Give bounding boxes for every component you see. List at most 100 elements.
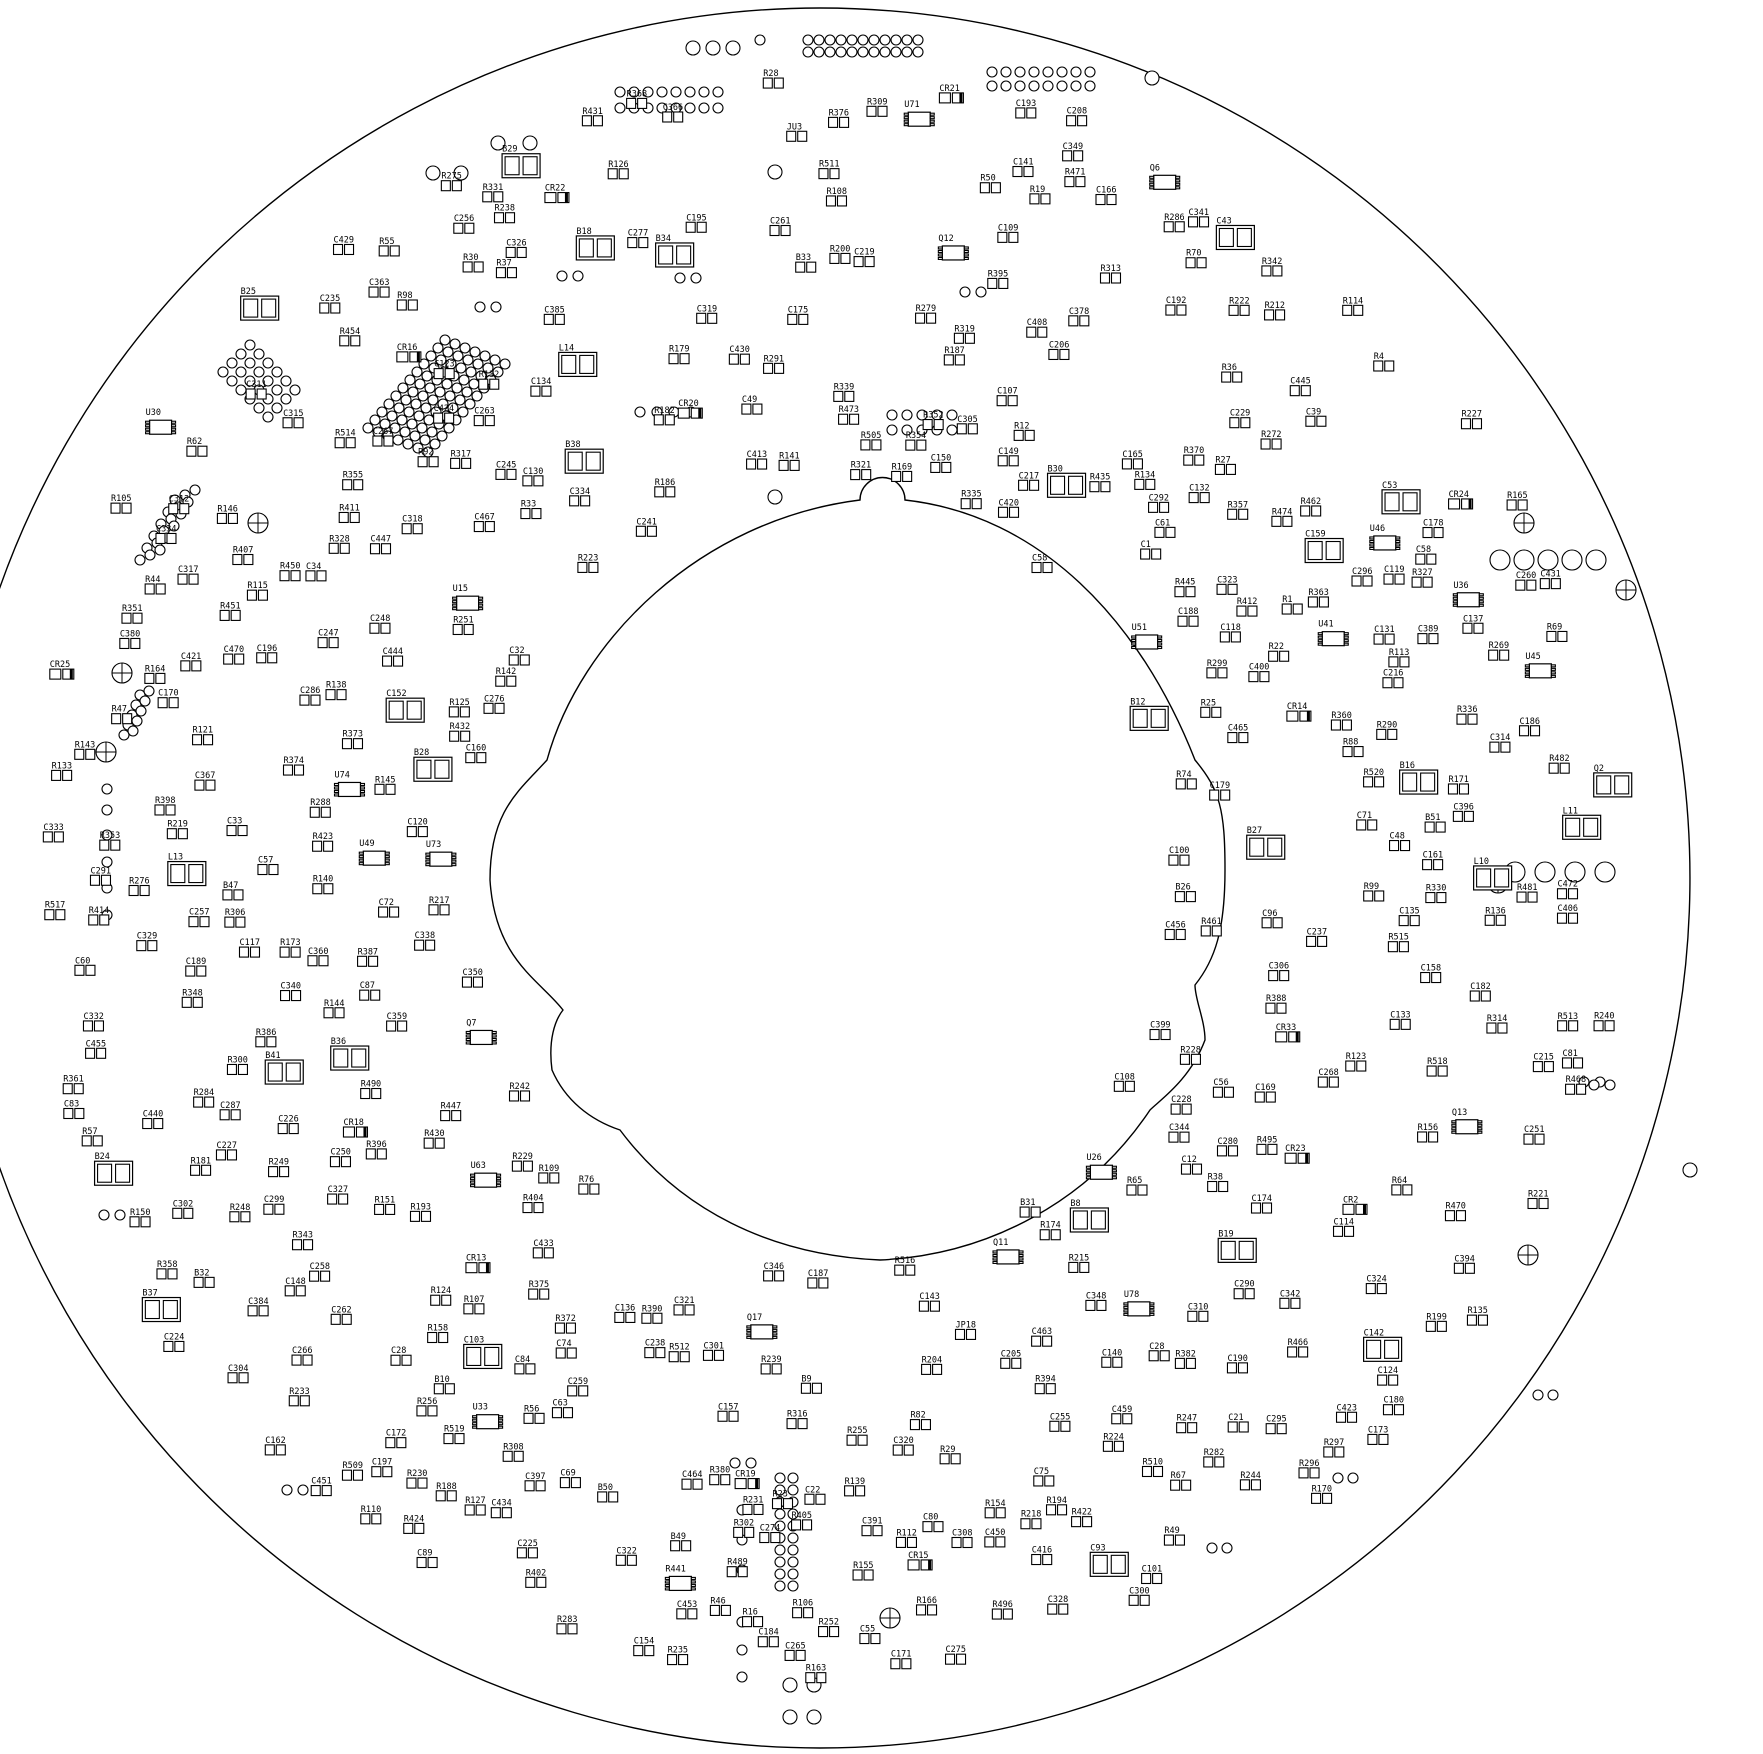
refdes-label: R343 bbox=[293, 1231, 313, 1241]
refdes-label: R462 bbox=[1301, 497, 1321, 507]
pad bbox=[168, 503, 179, 515]
pad bbox=[1422, 526, 1433, 539]
refdes-label: R297 bbox=[1324, 1438, 1344, 1448]
pad bbox=[687, 1608, 698, 1620]
component-r62: R62 bbox=[186, 437, 208, 457]
pad bbox=[323, 1007, 334, 1019]
refdes-label: C315 bbox=[283, 409, 303, 419]
through-hole bbox=[262, 357, 274, 369]
through-hole bbox=[410, 398, 422, 410]
refdes-label: R47 bbox=[112, 705, 127, 715]
through-hole bbox=[444, 390, 456, 402]
pad bbox=[288, 1395, 299, 1407]
component-r146: R146 bbox=[216, 504, 238, 524]
refdes-label: R240 bbox=[1594, 1012, 1614, 1022]
pad bbox=[1366, 1339, 1382, 1359]
component-c75: C75 bbox=[1033, 1467, 1055, 1487]
pin bbox=[425, 863, 431, 867]
refdes-label: R388 bbox=[1266, 994, 1286, 1004]
pad bbox=[673, 1304, 684, 1316]
component-u51: U51 bbox=[1131, 623, 1163, 650]
pad bbox=[1343, 1225, 1355, 1237]
refdes-label: B9 bbox=[801, 1374, 811, 1384]
through-hole bbox=[634, 406, 646, 418]
pad bbox=[330, 1313, 341, 1325]
pad bbox=[654, 486, 665, 498]
component-c186: C186 bbox=[1518, 717, 1541, 737]
refdes-label: R123 bbox=[1346, 1052, 1366, 1062]
pad bbox=[1526, 579, 1537, 591]
pad bbox=[909, 1419, 920, 1431]
refdes-label: R88 bbox=[1343, 738, 1358, 748]
refdes-label: C53 bbox=[1382, 481, 1397, 491]
pad bbox=[243, 553, 254, 566]
refdes-label: C431 bbox=[1540, 570, 1560, 580]
pad bbox=[1134, 478, 1145, 490]
component-c321: C321 bbox=[673, 1296, 695, 1316]
component-c169: C169 bbox=[1254, 1083, 1276, 1103]
pad bbox=[128, 884, 139, 897]
pad bbox=[759, 1531, 770, 1544]
pad bbox=[1463, 810, 1474, 822]
pad bbox=[692, 1478, 703, 1490]
through-hole bbox=[774, 1484, 786, 1496]
through-hole bbox=[389, 422, 401, 434]
pad bbox=[1265, 1002, 1276, 1014]
component-c291: C291 bbox=[89, 866, 112, 886]
refdes-label: R302 bbox=[734, 1518, 754, 1528]
pad bbox=[522, 475, 533, 487]
refdes-label: C143 bbox=[919, 1292, 939, 1302]
pin bbox=[1395, 536, 1401, 540]
pin bbox=[772, 1335, 778, 1339]
component-r519: R519 bbox=[443, 1425, 465, 1445]
component-r141: R141 bbox=[778, 451, 800, 471]
pin bbox=[1369, 546, 1375, 550]
component-r297: R297 bbox=[1323, 1438, 1345, 1458]
refdes-label: C136 bbox=[615, 1303, 635, 1313]
component-r50: R50 bbox=[979, 174, 1001, 194]
refdes-label: B19 bbox=[1218, 1229, 1233, 1239]
pad bbox=[1567, 912, 1579, 924]
component-c63: C63 bbox=[551, 1399, 574, 1419]
refdes-label: C142 bbox=[1364, 1328, 1384, 1338]
component-q17: Q17 bbox=[746, 1313, 778, 1340]
pad bbox=[534, 1412, 545, 1424]
component-b29: B29 bbox=[501, 145, 541, 179]
component-r495: R495 bbox=[1256, 1135, 1278, 1155]
pin bbox=[1452, 596, 1458, 600]
refdes-label: C434 bbox=[491, 1499, 511, 1509]
component-r454: R454 bbox=[339, 327, 361, 347]
pin bbox=[470, 1177, 476, 1181]
pad bbox=[769, 224, 780, 237]
pad bbox=[1322, 1492, 1333, 1504]
pin bbox=[472, 1422, 478, 1426]
pin bbox=[929, 119, 935, 123]
component-body bbox=[750, 1324, 774, 1340]
refdes-label: C447 bbox=[371, 535, 391, 545]
pad bbox=[359, 989, 370, 1001]
through-hole bbox=[436, 430, 448, 442]
pad bbox=[190, 1164, 201, 1176]
refdes-label: R92 bbox=[418, 448, 433, 458]
refdes-label: R471 bbox=[1065, 168, 1085, 178]
pad bbox=[257, 863, 268, 876]
refdes-label: C69 bbox=[560, 1469, 575, 1479]
component-body bbox=[1153, 174, 1177, 190]
pad bbox=[179, 503, 190, 515]
through-hole bbox=[1028, 80, 1040, 92]
pad bbox=[1353, 746, 1364, 758]
component-c261: C261 bbox=[769, 217, 791, 237]
component-c61: C61 bbox=[1154, 518, 1176, 538]
refdes-label: L14 bbox=[559, 343, 574, 353]
refdes-label: C367 bbox=[195, 771, 215, 781]
pin bbox=[358, 858, 364, 862]
refdes-label: R67 bbox=[1171, 1471, 1186, 1481]
component-r132: R132 bbox=[478, 370, 500, 390]
pad bbox=[728, 1410, 739, 1422]
component-q6: Q6 bbox=[1149, 163, 1181, 190]
pad bbox=[1168, 1131, 1179, 1143]
pad bbox=[1424, 821, 1435, 833]
component-r396: R396 bbox=[365, 1140, 387, 1160]
pad bbox=[566, 1347, 577, 1359]
pad bbox=[1110, 272, 1122, 284]
